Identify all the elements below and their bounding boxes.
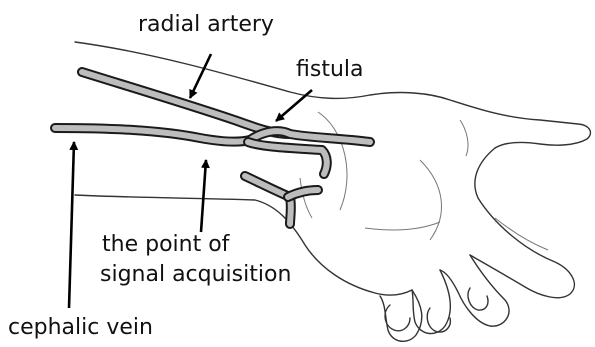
- radial-artery-label: radial artery: [138, 12, 274, 37]
- signal-point-label-line1: the point of: [102, 232, 231, 257]
- hand-outline: [75, 42, 590, 341]
- signal-point-label-line2: signal acquisition: [100, 262, 291, 287]
- cephalic-vein-arrow: [69, 142, 74, 308]
- fistula-connection: [248, 131, 370, 174]
- signal-point-arrow: [201, 160, 206, 232]
- fistula-arrow: [276, 90, 312, 121]
- cephalic-vein: [55, 128, 250, 142]
- radial-artery-arrow: [190, 54, 211, 98]
- fistula-label: fistula: [296, 57, 363, 82]
- cephalic-vein-label: cephalic vein: [8, 315, 153, 340]
